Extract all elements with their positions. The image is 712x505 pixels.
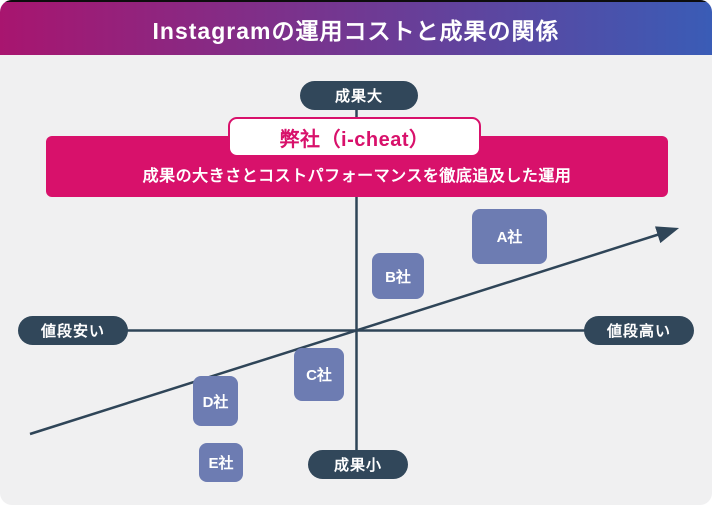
axis-label-price-high: 値段高い	[584, 316, 694, 345]
company-point-e: E社	[199, 443, 243, 482]
company-callout-box: 弊社（i-cheat）	[228, 117, 481, 157]
company-point-d: D社	[193, 376, 238, 426]
header-banner: Instagramの運用コストと成果の関係	[0, 0, 712, 55]
company-callout-label: 弊社（i-cheat）	[279, 128, 430, 151]
company-point-a: A社	[472, 209, 547, 264]
axis-label-result-small: 成果小	[308, 450, 408, 479]
card-top-border	[0, 0, 712, 2]
banner-description: 成果の大きさとコストパフォーマンスを徹底追及した運用	[142, 168, 572, 185]
company-point-c: C社	[294, 348, 344, 401]
page-title: Instagramの運用コストと成果の関係	[152, 17, 560, 44]
company-point-b: B社	[372, 253, 424, 299]
axis-label-result-large: 成果大	[300, 81, 418, 110]
axis-label-price-low: 値段安い	[18, 316, 128, 345]
